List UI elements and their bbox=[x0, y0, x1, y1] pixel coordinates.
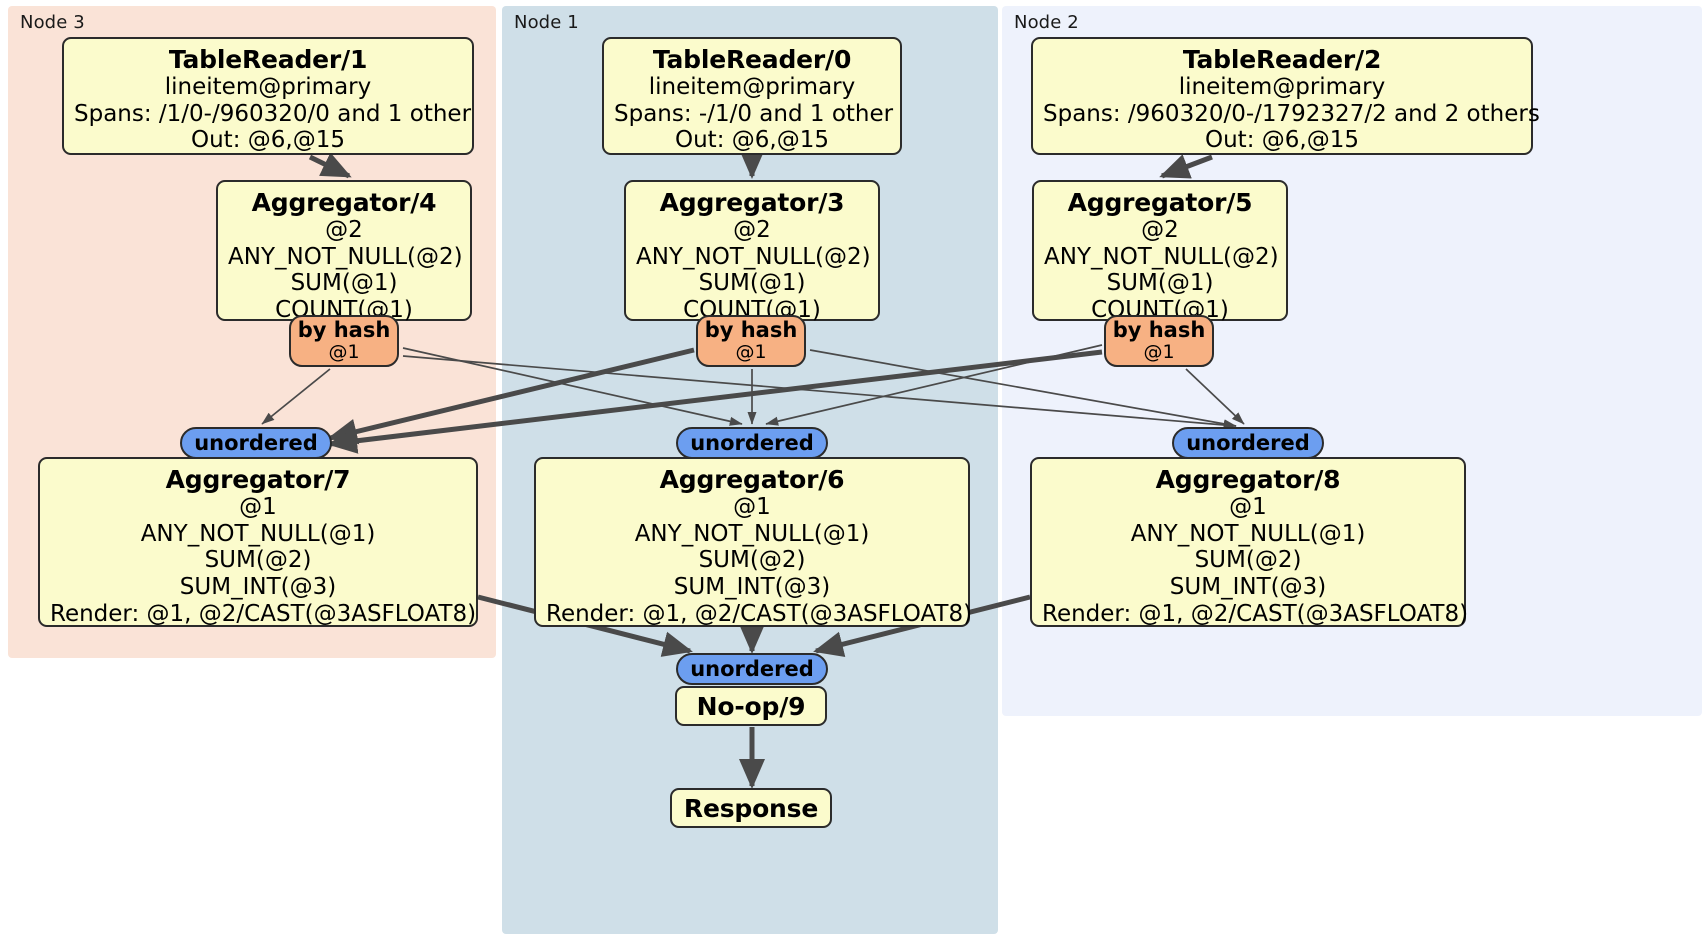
hash-router-hash-5[interactable]: by hash@1 bbox=[1104, 315, 1214, 367]
processor-title: TableReader/0 bbox=[652, 45, 852, 74]
processor-detail-line: SUM(@2) bbox=[1194, 547, 1302, 574]
processor-title: TableReader/1 bbox=[168, 45, 368, 74]
router-type-label: by hash bbox=[704, 318, 798, 342]
processor-title: Aggregator/8 bbox=[1155, 465, 1341, 494]
processor-detail-line: SUM_INT(@3) bbox=[673, 574, 831, 601]
processor-detail-line: SUM(@1) bbox=[1106, 270, 1214, 297]
synchronizer-label: unordered bbox=[194, 430, 318, 455]
processor-detail-line: ANY_NOT_NULL(@2) bbox=[636, 243, 871, 270]
router-column-label: @1 bbox=[328, 341, 360, 364]
processor-detail-line: @1 bbox=[239, 494, 277, 520]
processor-title: Aggregator/6 bbox=[659, 465, 845, 494]
processor-detail-line: lineitem@primary bbox=[1178, 74, 1386, 100]
processor-detail-line: ANY_NOT_NULL(@2) bbox=[1044, 243, 1279, 270]
node-panel-label: Node 1 bbox=[514, 12, 579, 33]
node-panel-label: Node 2 bbox=[1014, 12, 1079, 33]
hash-router-hash-3[interactable]: by hash@1 bbox=[696, 315, 806, 367]
synchronizer-unordered-6[interactable]: unordered bbox=[676, 427, 828, 459]
processor-detail-line: SUM_INT(@3) bbox=[179, 574, 337, 601]
processor-detail-line: @2 bbox=[1141, 217, 1179, 243]
synchronizer-unordered-9[interactable]: unordered bbox=[676, 653, 828, 685]
router-column-label: @1 bbox=[1143, 341, 1175, 364]
processor-response[interactable]: Response bbox=[670, 788, 832, 828]
processor-detail-line: SUM(@1) bbox=[290, 270, 398, 297]
processor-detail-line: lineitem@primary bbox=[164, 74, 372, 100]
processor-title: Aggregator/7 bbox=[165, 465, 351, 494]
synchronizer-label: unordered bbox=[690, 430, 814, 455]
node-panel-label: Node 3 bbox=[20, 12, 85, 33]
router-type-label: by hash bbox=[1112, 318, 1206, 342]
processor-detail-line: SUM(@2) bbox=[698, 547, 806, 574]
processor-detail-line: ANY_NOT_NULL(@2) bbox=[228, 243, 463, 270]
processor-title: No-op/9 bbox=[696, 691, 806, 721]
synchronizer-label: unordered bbox=[690, 656, 814, 681]
processor-no-op-9[interactable]: No-op/9 bbox=[675, 686, 827, 726]
processor-detail-line: SUM(@1) bbox=[698, 270, 806, 297]
processor-detail-line: ANY_NOT_NULL(@1) bbox=[634, 520, 870, 547]
processor-detail-line: ANY_NOT_NULL(@1) bbox=[140, 520, 376, 547]
hash-router-hash-4[interactable]: by hash@1 bbox=[289, 315, 399, 367]
processor-detail-line: @2 bbox=[325, 217, 363, 243]
processor-detail-line: Spans: /960320/0-/1792327/2 and 2 others bbox=[1043, 100, 1540, 127]
processor-detail-line: SUM(@2) bbox=[204, 547, 312, 574]
synchronizer-unordered-7[interactable]: unordered bbox=[180, 427, 332, 459]
synchronizer-unordered-8[interactable]: unordered bbox=[1172, 427, 1324, 459]
router-column-label: @1 bbox=[735, 341, 767, 364]
processor-title: Aggregator/4 bbox=[251, 188, 437, 217]
processor-detail-line: Render: @1, @2/CAST(@3ASFLOAT8) bbox=[546, 600, 973, 627]
processor-detail-line: Render: @1, @2/CAST(@3ASFLOAT8) bbox=[1042, 600, 1469, 627]
processor-detail-line: Out: @6,@15 bbox=[675, 127, 829, 154]
synchronizer-label: unordered bbox=[1186, 430, 1310, 455]
processor-detail-line: lineitem@primary bbox=[648, 74, 856, 100]
processor-detail-line: @1 bbox=[733, 494, 771, 520]
processor-detail-line: Spans: /1/0-/960320/0 and 1 other bbox=[74, 100, 472, 127]
processor-detail-line: ANY_NOT_NULL(@1) bbox=[1130, 520, 1366, 547]
processor-detail-line: @2 bbox=[733, 217, 771, 243]
processor-detail-line: Out: @6,@15 bbox=[1205, 127, 1359, 154]
processor-detail-line: Spans: -/1/0 and 1 other bbox=[614, 100, 894, 127]
router-type-label: by hash bbox=[297, 318, 391, 342]
processor-title: TableReader/2 bbox=[1182, 45, 1382, 74]
processor-detail-line: SUM_INT(@3) bbox=[1169, 574, 1327, 601]
processor-title: Response bbox=[683, 793, 819, 823]
processor-detail-line: @1 bbox=[1229, 494, 1267, 520]
processor-detail-line: Out: @6,@15 bbox=[191, 127, 345, 154]
processor-detail-line: Render: @1, @2/CAST(@3ASFLOAT8) bbox=[50, 600, 477, 627]
processor-title: Aggregator/3 bbox=[659, 188, 845, 217]
processor-title: Aggregator/5 bbox=[1067, 188, 1253, 217]
